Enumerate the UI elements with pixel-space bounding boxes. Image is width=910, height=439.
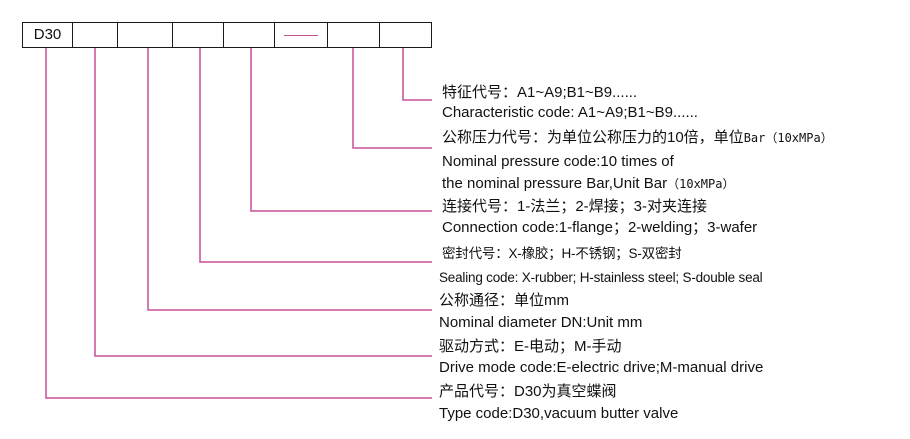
leader-type <box>45 48 432 399</box>
pressure-label-cn: 公称压力代号：为单位公称压力的10倍，单位Bar（10xMPa） <box>442 128 833 148</box>
drive-label-cn: 驱动方式：E-电动；M-手动 <box>439 338 622 355</box>
drive-label-en: Drive mode code:E-electric drive;M-manua… <box>439 359 764 376</box>
code-box-separator <box>274 22 328 48</box>
code-box-7 <box>327 22 380 48</box>
type-label-en: Type code:D30,vacuum butter valve <box>439 405 679 422</box>
pressure-label-en-2-text: the nominal pressure Bar,Unit Bar <box>442 175 668 192</box>
diameter-label-en: Nominal diameter DN:Unit mm <box>439 314 643 331</box>
characteristic-label-en: Characteristic code: A1~A9;B1~B9...... <box>442 104 698 121</box>
separator-dash <box>284 35 318 36</box>
leader-drive <box>94 48 432 357</box>
code-box-1: D30 <box>22 22 73 48</box>
type-code-text: D30 <box>33 26 62 43</box>
leader-diameter <box>147 48 432 311</box>
leader-sealing <box>199 48 432 263</box>
pressure-label-en-2: the nominal pressure Bar,Unit Bar（10xMPa… <box>442 174 734 194</box>
code-box-5 <box>223 22 275 48</box>
pressure-label-cn-unit: Bar（10xMPa） <box>743 131 833 145</box>
connection-label-cn: 连接代号：1-法兰；2-焊接；3-对夹连接 <box>442 198 708 215</box>
pressure-label-en-2-unit: （10xMPa） <box>667 177 735 191</box>
connection-label-en: Connection code:1-flange；2-welding；3-waf… <box>442 219 758 236</box>
leader-characteristic <box>402 48 432 101</box>
sealing-label-cn: 密封代号：X-橡胶；H-不锈钢；S-双密封 <box>442 246 682 261</box>
characteristic-label-cn: 特征代号：A1~A9;B1~B9...... <box>442 84 638 101</box>
pressure-label-cn-text: 公称压力代号：为单位公称压力的10倍，单位 <box>442 129 744 146</box>
pressure-label-en: Nominal pressure code:10 times of <box>442 153 674 170</box>
leader-connection <box>250 48 432 212</box>
code-box-8 <box>379 22 432 48</box>
code-box-2 <box>72 22 118 48</box>
diameter-label-cn: 公称通径：单位mm <box>439 292 569 309</box>
leader-pressure <box>352 48 432 149</box>
sealing-label-en: Sealing code: X-rubber; H-stainless stee… <box>439 270 763 285</box>
type-label-cn: 产品代号：D30为真空蝶阀 <box>439 383 617 400</box>
